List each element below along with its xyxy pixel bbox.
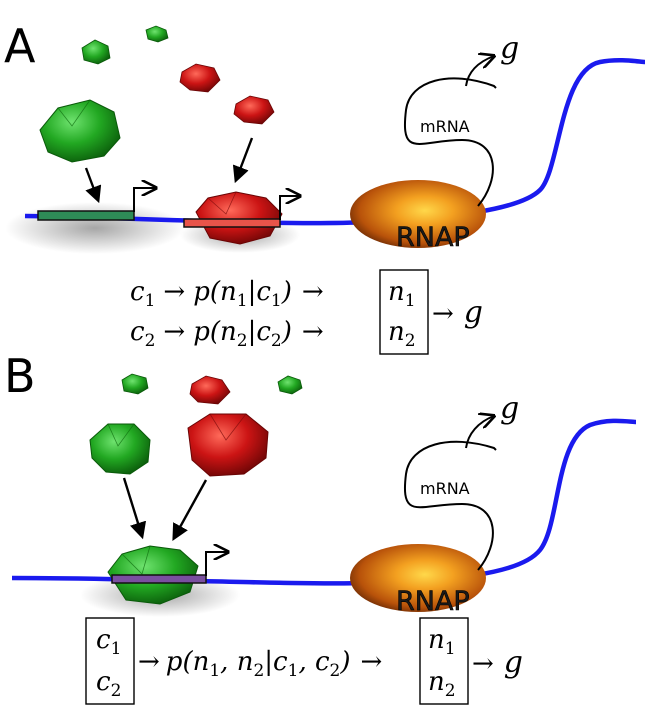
svg-text:→g: →g [472, 645, 523, 680]
green-transcription-factor [39, 99, 121, 163]
red-molecule-small [233, 95, 275, 125]
mrna-strand [404, 77, 497, 207]
binding-site-green [37, 210, 135, 221]
promoter-arrow [205, 552, 228, 576]
svg-text:n1: n1 [428, 625, 456, 659]
panel-a: A RNAP [4, 19, 646, 355]
svg-text:c2: c2 [96, 667, 121, 701]
svg-text:n2: n2 [388, 317, 416, 351]
binding-arrow [172, 479, 208, 541]
rnap-label: RNAP [396, 222, 470, 253]
green-molecule-small [277, 375, 303, 395]
rnap-label: RNAP [396, 586, 470, 617]
panel-a-label: A [4, 19, 36, 73]
red-molecule-small [179, 63, 221, 93]
svg-text:n1: n1 [388, 277, 416, 311]
mrna-label: mRNA [420, 117, 470, 136]
green-molecule-small [121, 373, 149, 395]
n-box [419, 617, 469, 705]
panel-b-label: B [4, 349, 36, 403]
equation-b: c1 c2 →p(n1, n2|c1, c2)→ n1 n2 →g [85, 617, 523, 705]
binding-arrow [84, 167, 102, 204]
svg-text:→p(n1, n2|c1, c2)→: →p(n1, n2|c1, c2)→ [138, 647, 382, 681]
red-transcription-factor [187, 413, 269, 477]
green-molecule-small [81, 39, 111, 65]
svg-text:→g: →g [432, 295, 483, 330]
promoter-arrow [133, 188, 156, 212]
binding-arrow [232, 137, 254, 184]
n-box [379, 269, 429, 355]
red-transcription-factor-bound [195, 191, 283, 245]
dna-shadow [5, 202, 185, 254]
promoter-arrow [279, 196, 300, 220]
rnap-enzyme [350, 180, 486, 248]
dna-strand [24, 57, 646, 226]
output-arrow [465, 56, 494, 87]
green-transcription-factor [89, 423, 151, 475]
binding-site-purple [111, 574, 207, 584]
output-g: g [500, 31, 519, 66]
rnap-enzyme [350, 544, 486, 612]
equation-a: c1→p(n1|c1)→ c2→p(n2|c2)→ n1 n2 →g [130, 269, 483, 355]
c-box [85, 617, 135, 705]
binding-arrow [122, 477, 147, 540]
svg-text:c1: c1 [96, 625, 121, 659]
output-arrow [465, 416, 494, 449]
output-g: g [500, 391, 519, 426]
red-molecule-small [189, 375, 231, 405]
mrna-label: mRNA [420, 479, 470, 498]
mrna-strand [404, 440, 497, 571]
svg-text:n2: n2 [428, 667, 456, 701]
svg-text:c2→p(n2|c2)→: c2→p(n2|c2)→ [130, 317, 324, 351]
panel-b: B RNAP [4, 349, 637, 705]
binding-site-red [183, 218, 281, 228]
green-molecule-small [145, 25, 169, 43]
svg-text:c1→p(n1|c1)→: c1→p(n1|c1)→ [130, 277, 324, 311]
